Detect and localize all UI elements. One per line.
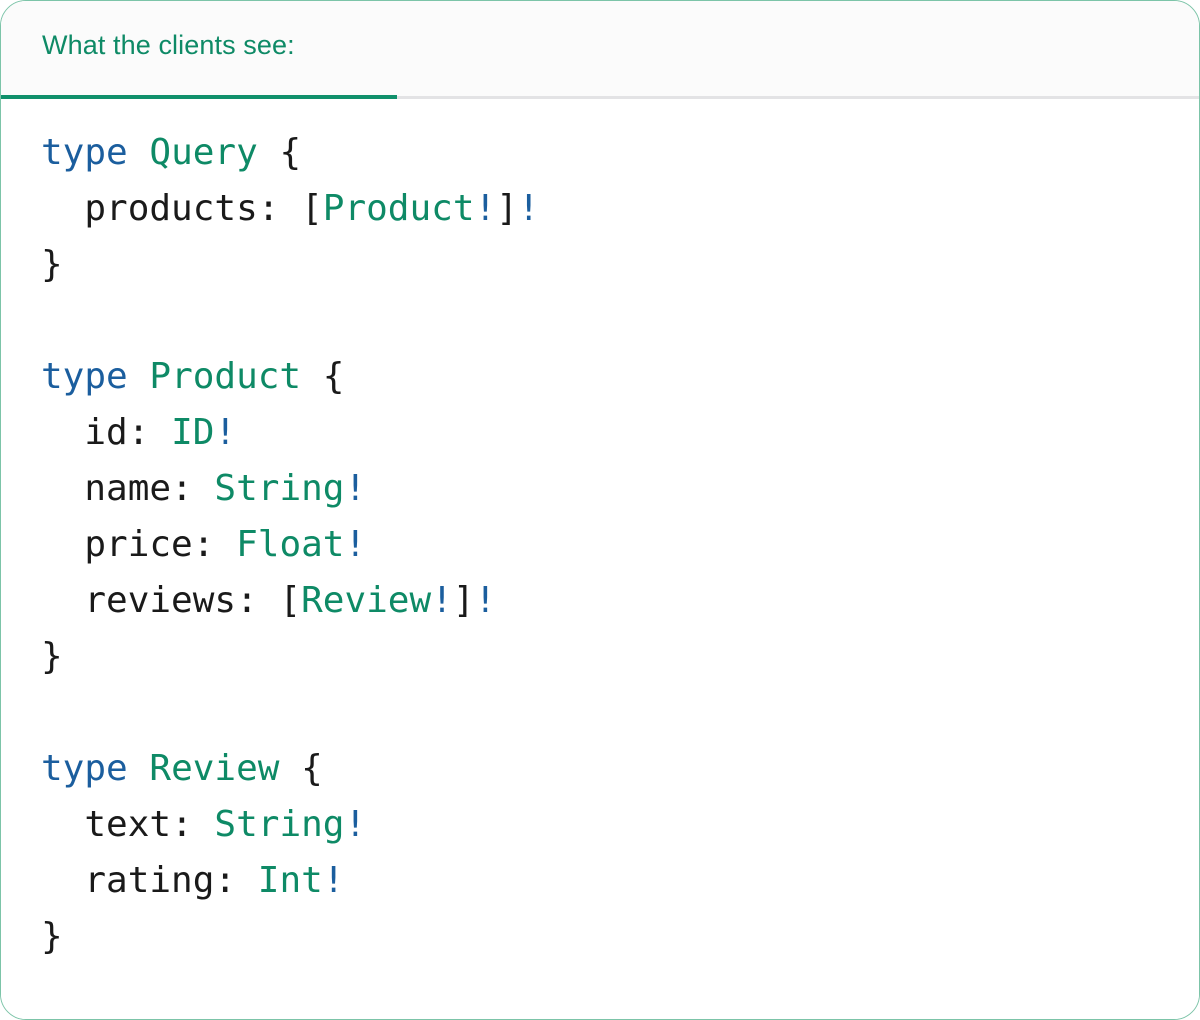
code-token-punc: : [192, 524, 237, 565]
code-line-review-close: } [41, 909, 1159, 965]
code-token-punc: } [41, 636, 63, 677]
code-token-punc: : [ [236, 580, 302, 621]
graphql-schema-code: type Query { products: [Product!]!} type… [41, 125, 1159, 965]
code-token-name: name [84, 468, 172, 509]
code-line-review-rating: rating: Int! [41, 853, 1159, 909]
code-token-punc [128, 356, 150, 397]
code-token-bang: ! [431, 580, 453, 621]
code-token-punc: : [171, 468, 215, 509]
code-token-type: ID [171, 412, 215, 453]
code-token-bang: ! [344, 468, 367, 509]
tab-what-the-clients-see[interactable]: What the clients see: [1, 1, 397, 99]
code-token-bang: ! [344, 524, 367, 565]
code-token-name: text [84, 804, 172, 845]
tab-label: What the clients see: [42, 30, 295, 60]
code-line-product-id: id: ID! [41, 405, 1159, 461]
code-token-punc: : [214, 860, 258, 901]
code-token-name: reviews [84, 580, 237, 621]
code-line-query-products: products: [Product!]! [41, 181, 1159, 237]
code-indent [41, 580, 84, 621]
code-token-bang: ! [322, 860, 345, 901]
code-token-punc [128, 132, 150, 173]
code-token-type: String [214, 804, 345, 845]
code-token-type: Review [301, 580, 432, 621]
code-token-name: price [84, 524, 193, 565]
code-indent [41, 804, 84, 845]
code-indent [41, 188, 84, 229]
code-line-review-text: text: String! [41, 797, 1159, 853]
code-token-type: Product [149, 356, 302, 397]
code-token-kw: type [41, 356, 128, 397]
code-token-type: Query [149, 132, 258, 173]
code-line-review-open: type Review { [41, 741, 1159, 797]
code-token-type: String [214, 468, 345, 509]
code-token-punc: : [ [257, 188, 323, 229]
code-line-product-reviews: reviews: [Review!]! [41, 573, 1159, 629]
code-token-punc [128, 748, 150, 789]
code-indent [41, 524, 84, 565]
code-token-punc: { [257, 132, 302, 173]
code-indent [41, 468, 84, 509]
code-token-type: Int [257, 860, 323, 901]
code-line-product-open: type Product { [41, 349, 1159, 405]
code-token-name: id [84, 412, 128, 453]
code-line-query-close: } [41, 237, 1159, 293]
code-line-product-name: name: String! [41, 461, 1159, 517]
code-token-type: Product [322, 188, 475, 229]
code-line-blank-1 [41, 293, 1159, 349]
code-indent [41, 412, 84, 453]
code-token-type: Float [236, 524, 345, 565]
code-token-bang: ! [474, 188, 497, 229]
code-token-bang: ! [474, 580, 497, 621]
code-token-punc: : [171, 804, 215, 845]
code-token-punc: : [127, 412, 172, 453]
code-line-product-close: } [41, 629, 1159, 685]
code-panel: type Query { products: [Product!]!} type… [1, 99, 1199, 1019]
code-token-bang: ! [517, 188, 540, 229]
code-token-type: Review [149, 748, 280, 789]
code-token-kw: type [41, 132, 128, 173]
code-token-punc: } [41, 244, 63, 285]
code-token-name: products [84, 188, 258, 229]
code-line-product-price: price: Float! [41, 517, 1159, 573]
code-token-name: rating [84, 860, 215, 901]
code-token-punc: ] [452, 580, 475, 621]
code-indent [41, 860, 84, 901]
code-token-bang: ! [214, 412, 237, 453]
code-token-punc: ] [496, 188, 518, 229]
code-token-bang: ! [344, 804, 367, 845]
code-token-punc: } [41, 916, 63, 957]
tab-strip: What the clients see: [1, 1, 1199, 99]
code-line-query-open: type Query { [41, 125, 1159, 181]
code-token-punc: { [301, 356, 345, 397]
code-token-kw: type [41, 748, 128, 789]
code-line-blank-2 [41, 685, 1159, 741]
code-token-punc: { [279, 748, 323, 789]
